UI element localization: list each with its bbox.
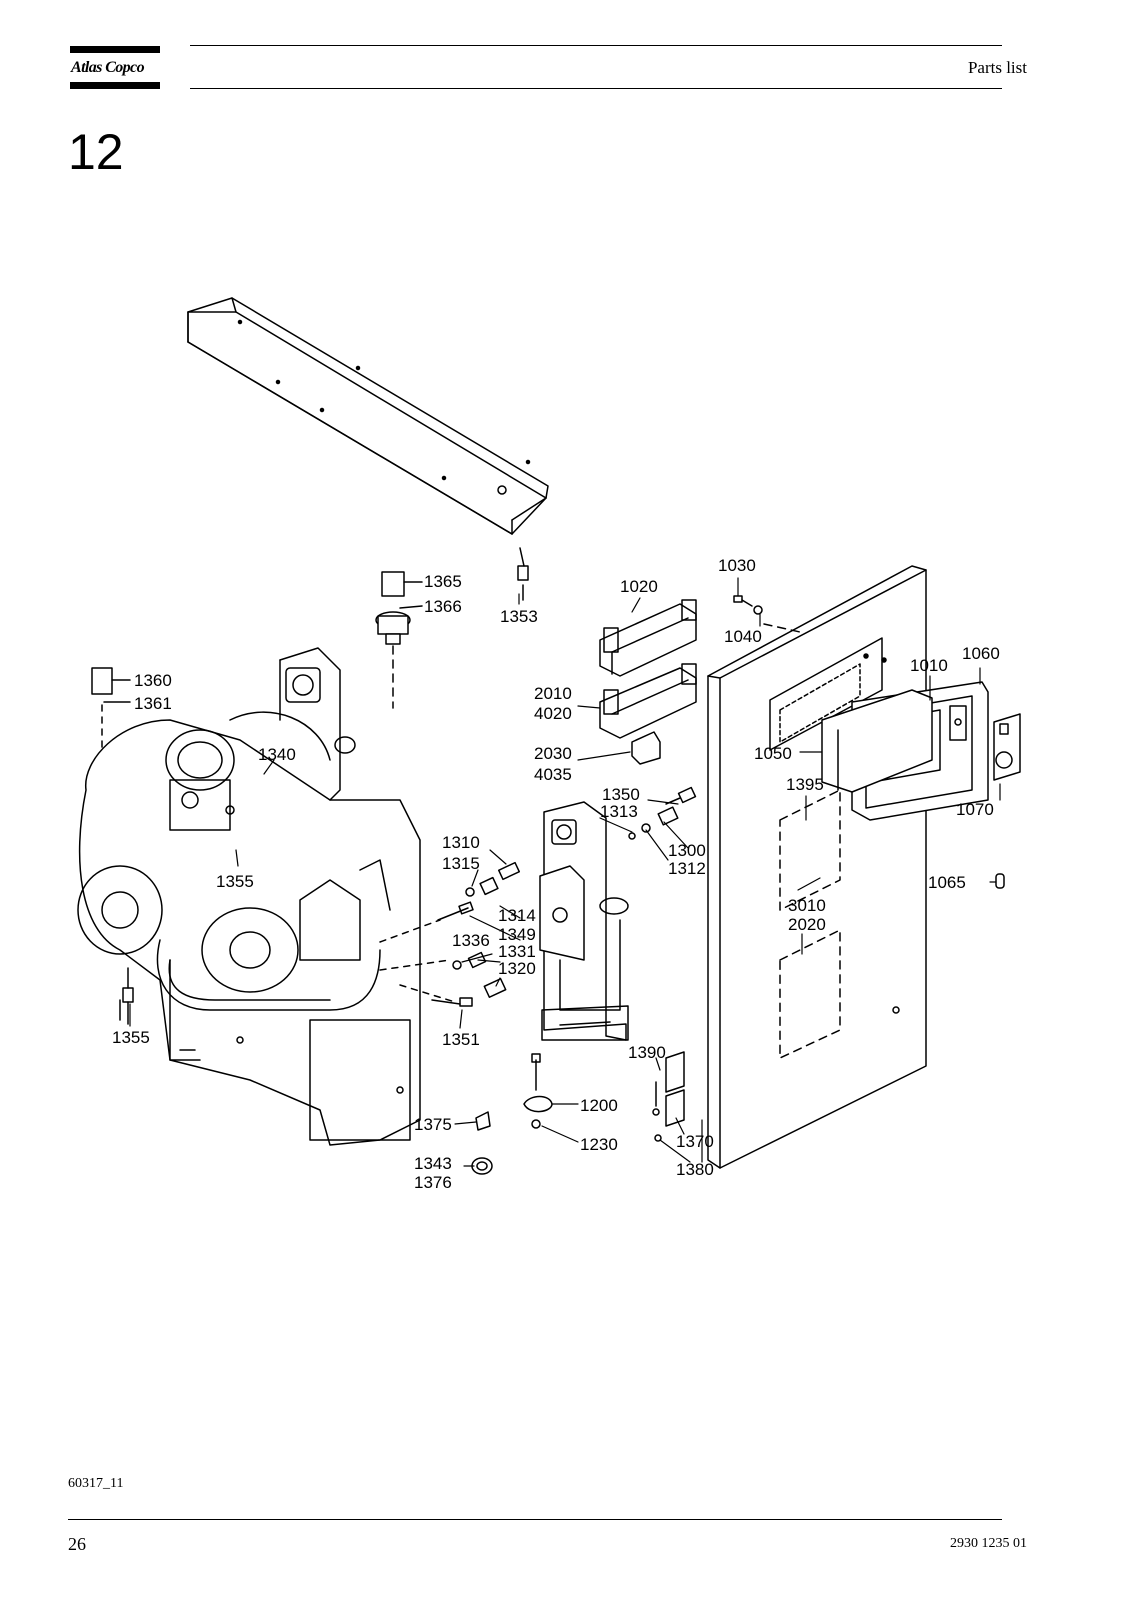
callout-1370: 1370: [676, 1132, 714, 1151]
callout-2010: 2010: [534, 684, 572, 703]
callout-1010: 1010: [910, 656, 948, 675]
callout-1349: 1349: [498, 925, 536, 944]
outlet-pipe: [539, 801, 629, 1041]
bolt-1200: [523, 1053, 553, 1129]
callout-1375: 1375: [414, 1115, 452, 1134]
bolt-1030: [733, 595, 763, 615]
callout-1070: 1070: [956, 800, 994, 819]
callout-1365: 1365: [424, 572, 462, 591]
callout-1030: 1030: [718, 556, 756, 575]
callout-1060: 1060: [962, 644, 1000, 663]
callout-1390: 1390: [628, 1043, 666, 1062]
filter-element-1020: [599, 599, 697, 677]
sensor-1353: [517, 547, 529, 601]
callout-4020: 4020: [534, 704, 572, 723]
callout-1351: 1351: [442, 1030, 480, 1049]
callout-1310: 1310: [442, 833, 480, 852]
callout-1020: 1020: [620, 577, 658, 596]
callout-1320: 1320: [498, 959, 536, 978]
figure-reference: 60317_11: [68, 1476, 124, 1491]
callout-1395: 1395: [786, 775, 824, 794]
page-number: 26: [68, 1534, 86, 1554]
callout-1065: 1065: [928, 873, 966, 892]
callout-1343: 1343: [414, 1154, 452, 1173]
solenoid-valve-1365: [375, 571, 423, 709]
callout-3010: 3010: [788, 896, 826, 915]
logo-bar-top: [70, 46, 160, 53]
callout-1336: 1336: [452, 931, 490, 950]
callout-1353: 1353: [500, 607, 538, 626]
clip-1065: [995, 873, 1005, 889]
callout-1361: 1361: [134, 694, 172, 713]
filter-pad-2030: [631, 731, 661, 765]
solenoid-valve-1360: [91, 667, 131, 761]
callout-1355-lower: 1355: [112, 1028, 150, 1047]
footer-rule: [68, 1519, 1002, 1520]
callout-1050: 1050: [754, 744, 792, 763]
callout-1331: 1331: [498, 942, 536, 961]
callout-1312: 1312: [668, 859, 706, 878]
document-number: 2930 1235 01: [950, 1536, 1027, 1551]
compressor-housing: [77, 647, 421, 1146]
leader-lines: [129, 577, 1001, 1167]
fittings-upper-right: [628, 786, 697, 840]
bracket-1390: [652, 1051, 685, 1142]
callout-1366: 1366: [424, 597, 462, 616]
header-title: Parts list: [967, 58, 1027, 77]
callout-1350: 1350: [602, 785, 640, 804]
atlas-copco-logo: Atlas Copco: [70, 46, 160, 90]
callout-2020: 2020: [788, 915, 826, 934]
callout-1355-upper: 1355: [216, 872, 254, 891]
callout-1314: 1314: [498, 906, 536, 925]
fittings-cluster: [379, 861, 521, 1007]
filter-1010: [821, 689, 933, 793]
logo-wordmark: Atlas Copco: [71, 59, 145, 76]
sensor-1355-lower: [122, 967, 134, 1025]
callout-1313: 1313: [600, 802, 638, 821]
gasket-1375: [475, 1111, 491, 1131]
callout-2030: 2030: [534, 744, 572, 763]
callout-labels: 1365 1366 1353 1020 1030 1040 1360 1361 …: [112, 556, 1000, 1192]
callout-1340: 1340: [258, 745, 296, 764]
clamp-1343: [471, 1157, 493, 1175]
callout-1230: 1230: [580, 1135, 618, 1154]
callout-1380: 1380: [676, 1160, 714, 1179]
section-number: 12: [68, 124, 124, 180]
callout-1376: 1376: [414, 1173, 452, 1192]
header-rule-top: [190, 45, 1002, 46]
callout-1040: 1040: [724, 627, 762, 646]
logo-bar-bottom: [70, 82, 160, 89]
top-cover-rail: [187, 297, 549, 535]
side-panel: [707, 565, 927, 1169]
header-rule-bottom: [190, 88, 1002, 89]
callout-1200: 1200: [580, 1096, 618, 1115]
callout-1315: 1315: [442, 854, 480, 873]
callout-1360: 1360: [134, 671, 172, 690]
callout-1300: 1300: [668, 841, 706, 860]
plate-1070: [993, 713, 1021, 781]
filter-element-2010: [599, 663, 697, 739]
callout-4035: 4035: [534, 765, 572, 784]
